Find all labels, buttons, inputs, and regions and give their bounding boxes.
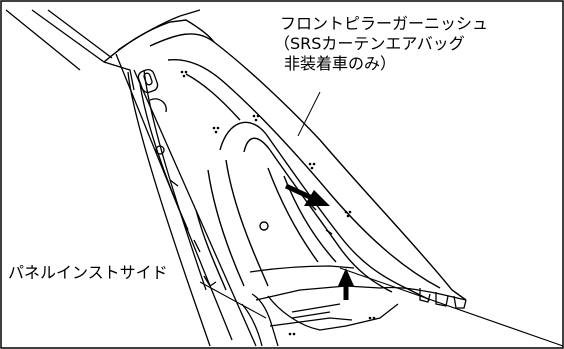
clip-marks	[180, 70, 376, 336]
pillar-garnish-label-line1: フロントピラーガーニッシュ	[280, 14, 489, 33]
pillar-garnish-label-line3: 非装着車のみ）	[284, 54, 397, 73]
panel-inst-side-part	[241, 293, 353, 347]
garnish-leader-line	[297, 91, 321, 137]
pillar-garnish-label-line2: （SRSカーテンエアバッグ	[274, 34, 465, 53]
removal-arrow-right	[284, 183, 330, 206]
removal-arrow-up	[338, 268, 354, 300]
windshield-line	[339, 267, 564, 347]
panel-inst-side-label: パネルインストサイド	[8, 263, 168, 283]
garnish-bottom-flange	[249, 265, 467, 331]
a-pillar-body	[115, 53, 257, 347]
panel-leader-line	[199, 281, 267, 319]
pillar-garnish-label: フロントピラーガーニッシュ （SRSカーテンエアバッグ 非装着車のみ）	[274, 14, 491, 74]
